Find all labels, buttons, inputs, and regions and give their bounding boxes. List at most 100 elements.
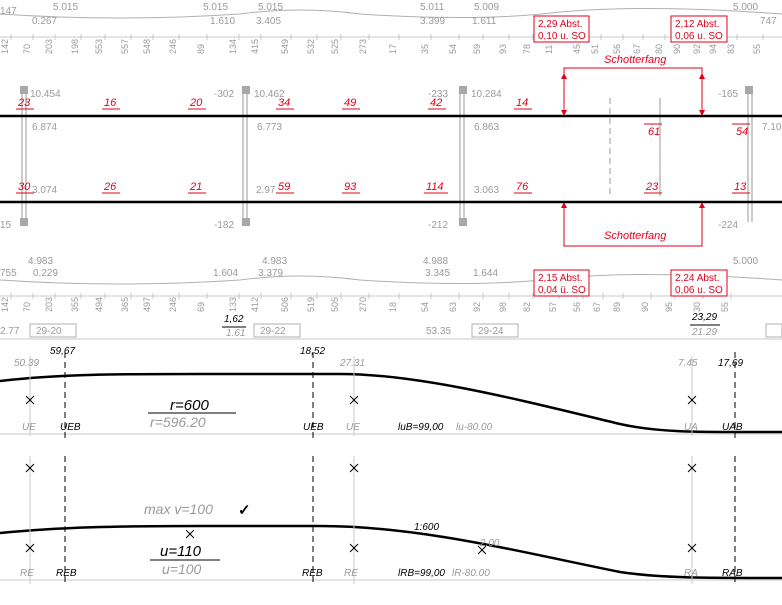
upper-tick-label: 67 [632, 44, 642, 54]
lower-tick-label: 67 [592, 302, 602, 312]
lower-top-value: 4.983 [262, 256, 287, 267]
upper-tick-label: 273 [358, 39, 368, 54]
note-height: 0,10 u. SO [538, 31, 586, 42]
schotterfang-bracket-upper [563, 67, 703, 112]
lower-tick-label: 133 [228, 297, 238, 312]
lower-tick-label: 355 [70, 297, 80, 312]
red-measurement: 49 [344, 97, 356, 109]
note-distance: 2,29 Abst. [538, 19, 582, 30]
upper-tick-label: 198 [70, 39, 80, 54]
lower-top-value: 5.000 [733, 256, 758, 267]
mast-markers [20, 86, 753, 226]
edge-number: 16 [0, 581, 2, 590]
lower-tick-label: 63 [448, 302, 458, 312]
upper-tick-label: 80 [654, 44, 664, 54]
upper-track: 59,67 50.39 18,52 27.31 17,69 7.45 r=600… [0, 346, 782, 440]
lower-tick-label: 98 [498, 302, 508, 312]
lower-tick-label: 82 [522, 302, 532, 312]
lower-sub-value: 3.379 [258, 268, 283, 279]
rail-gray-value: -302 [214, 89, 234, 100]
edge-number: 66 [0, 461, 2, 470]
upper-top-value: 5.015 [258, 2, 283, 13]
elevation-row: 2.77 53.35 29-20 29-22 29-24 1,62 1.61 2… [0, 312, 782, 340]
rail-gray-value: 6.874 [32, 122, 57, 133]
red-measurement: 42 [430, 97, 442, 109]
station-value: 59,67 [50, 346, 75, 357]
lower-tick-label: 70 [22, 302, 32, 312]
point-label-old: UA [684, 422, 698, 433]
upper-top-value: 5.015 [53, 2, 78, 13]
schotterfang-bracket-lower [563, 204, 703, 247]
upper-tick-label: 78 [522, 44, 532, 54]
lower-sub-value: 1.644 [473, 268, 498, 279]
schotterfang-label: Schotterfang [604, 230, 667, 242]
rail-gray-value: 2.97 [256, 185, 276, 196]
red-measurement: 30 [18, 181, 31, 193]
upper-tick-label: 134 [228, 39, 238, 54]
rail-gray-value: 3.074 [32, 185, 57, 196]
elevation-box: 29-24 [478, 326, 504, 337]
red-measurement: 26 [103, 181, 117, 193]
station-value: 18,52 [300, 346, 325, 357]
edge-number: 78 [0, 437, 2, 446]
note-distance: 2,12 Abst. [675, 19, 719, 30]
clearance-note: 2,12 Abst. 0,06 u. SO [670, 15, 728, 43]
transition-length: luB=99,00 [398, 422, 444, 433]
upper-tick-label: 59 [472, 44, 482, 54]
red-measurement: 93 [344, 181, 357, 193]
elevation-box: 29-20 [36, 326, 62, 337]
station-old: 50.39 [14, 358, 39, 369]
station-value: 17,69 [718, 358, 743, 369]
lower-tick-label: 506 [280, 297, 290, 312]
red-measurement: 34 [278, 97, 290, 109]
point-label: REB [56, 568, 77, 579]
upper-tick-label: 17 [388, 44, 398, 54]
upper-tick-label: 11 [544, 45, 554, 54]
point-label-old: RE [344, 568, 358, 579]
cant-new: u=110 [160, 543, 202, 560]
upper-tick-label: 35 [420, 44, 430, 54]
max-speed-label: max v=100 [144, 501, 213, 517]
lower-tick-label: 246 [168, 297, 178, 312]
upper-tick-label: 549 [280, 39, 290, 54]
red-measurement: 114 [426, 181, 444, 193]
upper-tick-label: 532 [306, 39, 316, 54]
red-measurement: 61 [648, 126, 660, 138]
gradient-ratio: 1:600 [414, 522, 439, 533]
upper-top-value: 5.009 [474, 2, 499, 13]
point-label-old: RA [684, 568, 698, 579]
lower-scale-band: 4.983 4.983 4.988 5.000 0.229 1.604 3.37… [0, 256, 782, 312]
upper-tick-label: 54 [448, 44, 458, 54]
radius-old: r=596.20 [150, 414, 206, 430]
upper-tick-label: 203 [44, 39, 54, 54]
upper-edge-value: 147 [0, 6, 17, 17]
rail-gray-value: -233 [428, 89, 448, 100]
upper-scale-band: 5.015 5.015 5.015 5.011 5.009 5.000 0.26… [0, 2, 782, 54]
lower-tick-label: 57 [548, 302, 558, 312]
mast-lines [21, 90, 753, 222]
note-height: 0,06 u. SO [675, 31, 723, 42]
rail-gray-value: -224 [718, 220, 738, 231]
lower-sub-value: 1.604 [213, 268, 238, 279]
lower-tick-label: 412 [250, 297, 260, 312]
rail-gray-value: 10.284 [471, 89, 502, 100]
rail-gray-value: -212 [428, 220, 448, 231]
crossed-value: 2.00 [479, 538, 500, 549]
lower-track: max v=100 ✓ u=110 u=100 1:600 2.00 REB R… [0, 456, 782, 586]
station-old: 7.45 [678, 358, 698, 369]
red-measurement: 54 [736, 126, 748, 138]
check-mark: ✓ [238, 502, 251, 519]
lower-tick-label: 69 [196, 302, 206, 312]
red-measurement: 14 [516, 97, 528, 109]
point-label-old: UE [346, 422, 360, 433]
clearance-note: 2,29 Abst. 0,10 u. SO [533, 15, 590, 43]
upper-tick-label: 83 [726, 44, 736, 54]
lower-tick-label: 519 [306, 297, 316, 312]
transition-length-old: lR-80.00 [452, 568, 490, 579]
